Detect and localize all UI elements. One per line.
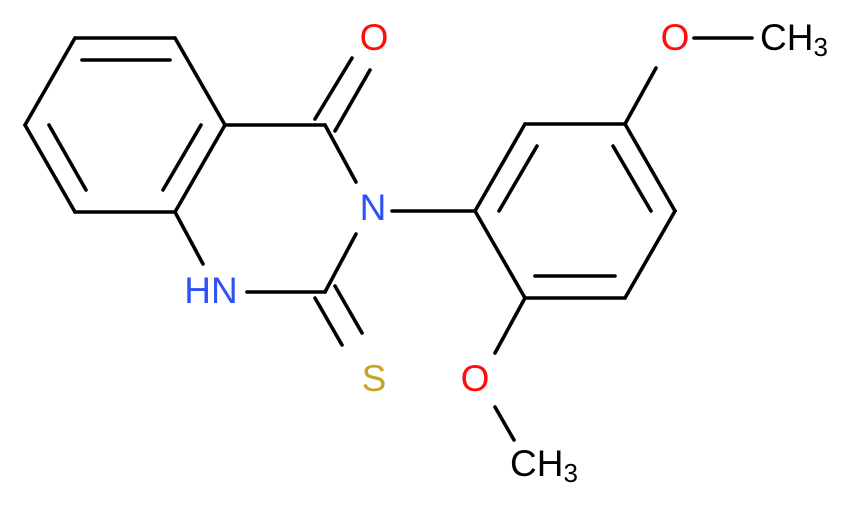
bond-benzo-5-inner bbox=[47, 123, 88, 192]
bond-benzo-3-inner bbox=[161, 123, 203, 192]
methoxy-top-methyl-label: CH3 bbox=[760, 17, 828, 62]
bond-aryl-1-inner bbox=[497, 144, 539, 213]
carbonyl-oxygen-label: O bbox=[360, 17, 389, 58]
bond-c4-n3 bbox=[323, 123, 358, 184]
methoxy-bottom-methyl-main: CH bbox=[510, 443, 563, 484]
bond-thione-b bbox=[333, 284, 364, 335]
bond-benzo-3 bbox=[173, 123, 227, 214]
bond-aryl-3 bbox=[623, 122, 677, 213]
bond-carbonyl-b bbox=[333, 68, 372, 133]
bond-benzo-6 bbox=[23, 36, 77, 127]
bond-aryl-4 bbox=[623, 209, 677, 300]
methoxy-bottom-oxygen-label: O bbox=[461, 358, 490, 399]
methoxy-top-methyl-main: CH bbox=[760, 17, 813, 58]
atom-labels: O N HN S O CH3 O CH3 bbox=[184, 17, 828, 488]
bond-benzo-2 bbox=[173, 36, 227, 127]
methoxy-top-oxygen-label: O bbox=[661, 17, 690, 58]
bond-thione-a bbox=[313, 296, 344, 347]
methoxy-bottom-methyl-subscript: 3 bbox=[563, 458, 577, 488]
thione-sulfur-label: S bbox=[362, 358, 387, 399]
bond-aryl-1 bbox=[473, 122, 527, 213]
n1-amine-label: HN bbox=[184, 270, 237, 311]
bond-n1-c8a bbox=[173, 210, 205, 266]
bond-benzo-5 bbox=[23, 123, 77, 214]
bonds bbox=[23, 36, 754, 442]
methoxy-top-methyl-subscript: 3 bbox=[813, 32, 827, 62]
n3-nitrogen-label: N bbox=[360, 187, 387, 228]
bond-aryl-o-top bbox=[623, 66, 658, 126]
bond-aryl-3-inner bbox=[611, 144, 653, 213]
bond-o-ch3-bottom bbox=[493, 405, 516, 442]
bond-carbonyl-a bbox=[313, 56, 354, 121]
bond-aryl-6 bbox=[473, 209, 527, 300]
methoxy-bottom-methyl-label: CH3 bbox=[510, 443, 578, 488]
bond-n3-c2 bbox=[323, 232, 358, 294]
bond-aryl-o-bottom bbox=[493, 296, 527, 355]
